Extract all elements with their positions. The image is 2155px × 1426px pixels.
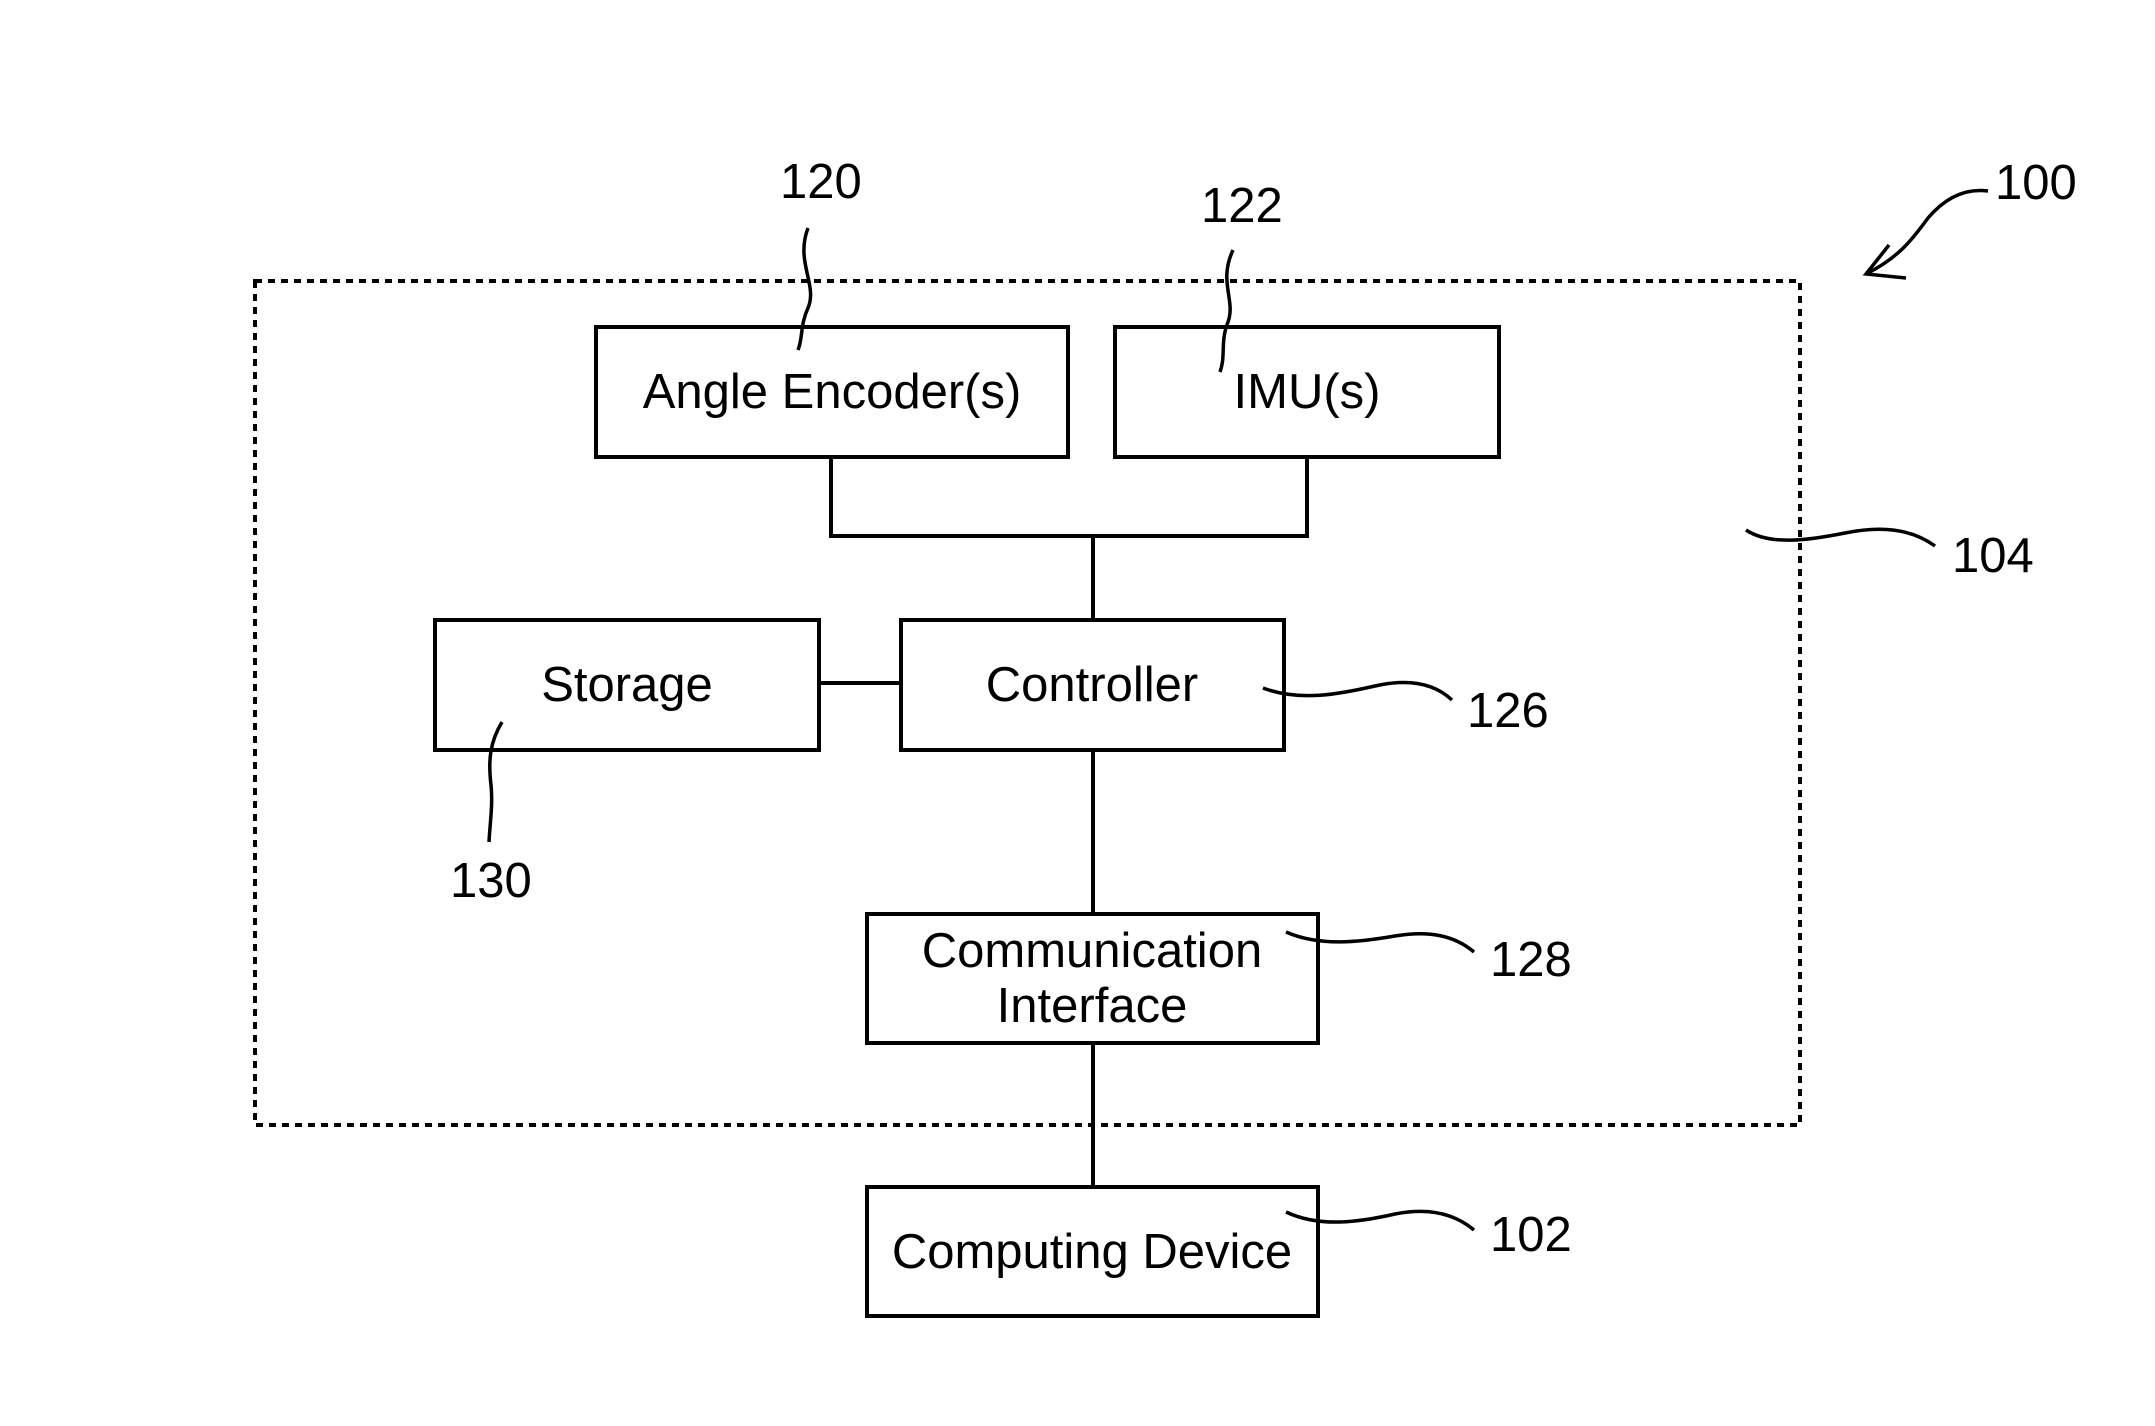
figure-arrow-100-curve [1866,190,1988,274]
angle-encoder-block: Angle Encoder(s) [596,327,1068,457]
computing-device-label: Computing Device [892,1225,1292,1279]
reference-126: 126 [1467,684,1549,738]
reference-128: 128 [1490,933,1572,987]
storage-label: Storage [541,658,713,712]
reference-104: 104 [1952,529,2034,583]
computing-device-block: Computing Device [867,1187,1318,1316]
communication-interface-label-line2: Interface [997,979,1188,1033]
imu-to-controller-line [1093,457,1307,536]
communication-interface-label-line1: Communication [922,924,1262,978]
reference-102: 102 [1490,1208,1572,1262]
reference-130: 130 [450,854,532,908]
reference-120: 120 [780,155,862,209]
connection-lines [818,457,1307,1187]
reference-122: 122 [1201,179,1283,233]
storage-block: Storage [435,620,819,750]
reference-100: 100 [1995,156,2077,210]
controller-label: Controller [986,658,1198,712]
figure-arrow-100 [1866,190,1988,278]
angle-encoder-label: Angle Encoder(s) [643,365,1022,419]
controller-block: Controller [901,620,1284,750]
imu-block: IMU(s) [1115,327,1499,457]
angle-encoder-to-controller-line [831,457,1093,620]
leader-line-104 [1746,529,1935,546]
leader-line-126 [1263,682,1452,700]
imu-label: IMU(s) [1234,365,1381,419]
communication-interface-block: Communication Interface [867,914,1318,1043]
